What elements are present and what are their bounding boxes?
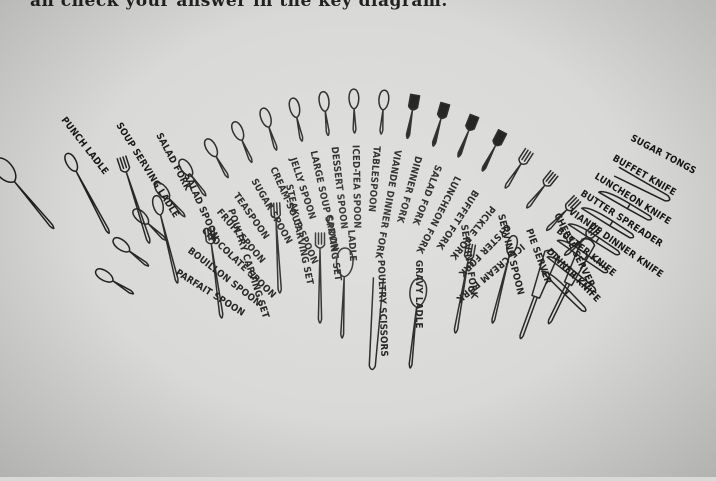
- utensil-large-soup-spoon: [288, 97, 307, 142]
- utensil-buffet-fork: [502, 149, 533, 191]
- utensil-dessert-spoon: [318, 91, 333, 136]
- utensil-jelly-spoon: [258, 107, 281, 152]
- utensil-viande-dinner-fork: [403, 94, 420, 139]
- utensil-sugar-spoon: [202, 137, 232, 180]
- utensil-iced-tea-spoon: [349, 89, 360, 133]
- utensil-luncheon-fork: [478, 130, 506, 173]
- utensil-carving-set: [316, 233, 325, 323]
- label-gravy-ladle: GRAVY LADLE: [413, 260, 424, 329]
- label-punch-ladle: PUNCH LADLE: [59, 115, 111, 177]
- label-parfait-spoon: PARFAIT SPOON: [174, 267, 247, 318]
- utensil-tablespoon: [376, 90, 389, 135]
- utensil-salad-fork: [454, 114, 479, 158]
- utensil-pickle-fork: [523, 171, 558, 211]
- utensil-bouillon-spoon: [111, 235, 152, 270]
- utensil-dinner-fork: [429, 103, 450, 148]
- utensil-parfait-spoon: [94, 266, 136, 298]
- utensil-punch-ladle: [0, 154, 60, 234]
- label-iced-tea-spoon: ICED-TEA SPOON: [350, 145, 363, 229]
- label-ladle: LADLE: [345, 229, 358, 261]
- label-soup-serving-ladle: SOUP SERVING LADLE: [113, 121, 181, 220]
- utensil-cream-soup-spoon: [229, 120, 256, 164]
- page-heading: an check your answer in the key diagram.: [30, 0, 710, 13]
- label-tablespoon: TABLESPOON: [366, 146, 382, 213]
